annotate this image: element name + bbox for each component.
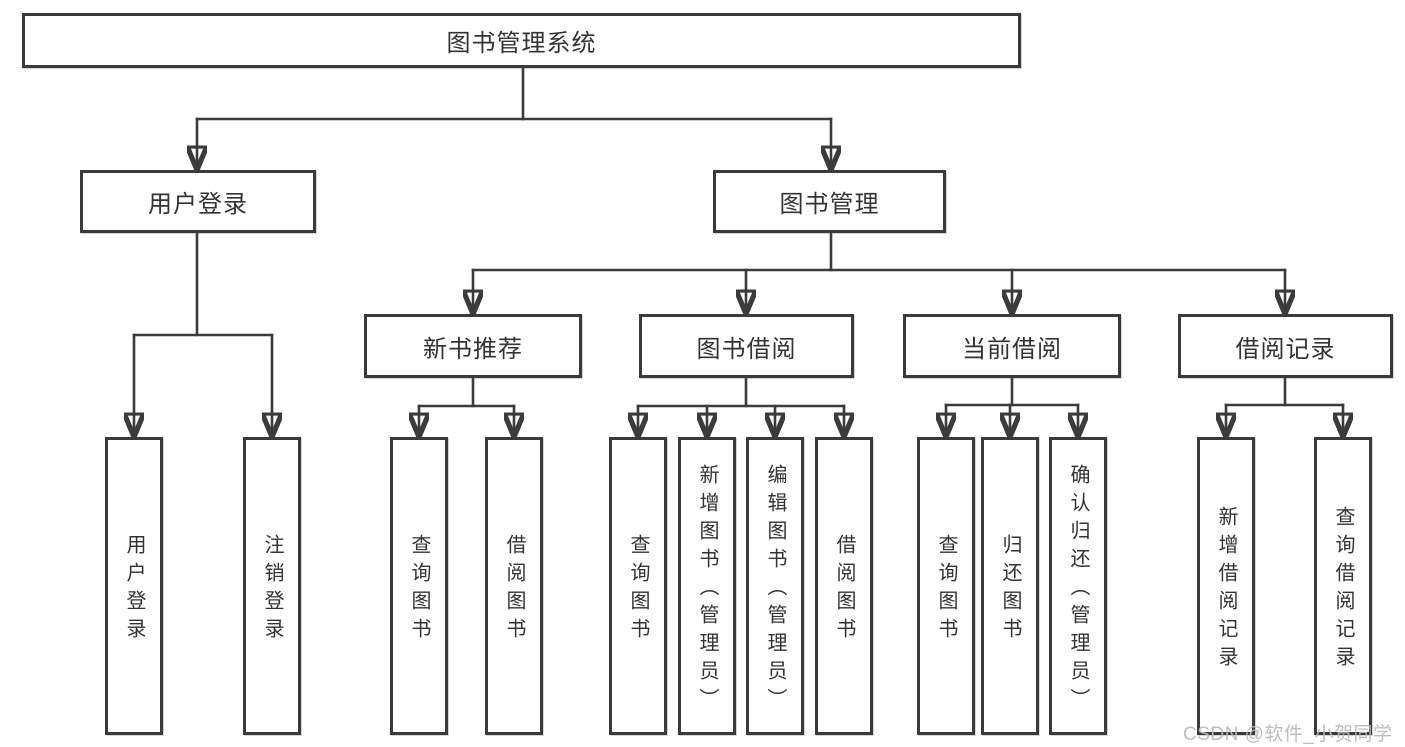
leaf-label: 用户登录 (123, 534, 145, 646)
leaf-label: 查询图书 (408, 534, 430, 646)
leaf-label: 借阅图书 (833, 534, 855, 646)
node-root-label: 图书管理系统 (446, 30, 597, 57)
node-new-book-recommend-label: 新书推荐 (423, 335, 523, 363)
leaf-current-query-books: 查询图书 (917, 437, 975, 735)
leaf-records-add-record: 新增借阅记录 (1197, 437, 1255, 735)
node-user-login: 用户登录 (80, 170, 316, 233)
leaf-borrow-query-books: 查询图书 (609, 437, 667, 735)
leaf-newbook-query-books: 查询图书 (390, 437, 448, 735)
leaf-current-return-books: 归还图书 (981, 437, 1039, 735)
leaf-label: 借阅图书 (503, 534, 525, 646)
node-current-borrow: 当前借阅 (903, 314, 1121, 378)
leaf-label: 归还图书 (999, 534, 1021, 646)
node-borrow-records: 借阅记录 (1178, 314, 1393, 378)
leaf-newbook-borrow-books: 借阅图书 (485, 437, 543, 735)
leaf-borrow-add-books-admin: 新增图书（管理员） (678, 437, 736, 735)
node-book-borrow: 图书借阅 (639, 314, 854, 378)
node-book-borrow-label: 图书借阅 (696, 335, 797, 363)
node-current-borrow-label: 当前借阅 (962, 335, 1062, 363)
leaf-label: 查询借阅记录 (1332, 506, 1354, 674)
node-root: 图书管理系统 (22, 13, 1021, 68)
node-new-book-recommend: 新书推荐 (364, 314, 582, 378)
leaf-label: 新增图书（管理员） (696, 464, 718, 716)
leaf-records-query-record: 查询借阅记录 (1314, 437, 1372, 735)
leaf-label: 新增借阅记录 (1215, 506, 1237, 674)
leaf-label: 查询图书 (935, 534, 957, 646)
leaf-user-login: 用户登录 (105, 437, 163, 735)
leaf-label: 确认归还（管理员） (1067, 464, 1089, 716)
node-user-login-label: 用户登录 (148, 191, 248, 218)
leaf-borrow-borrow-books: 借阅图书 (815, 437, 873, 735)
leaf-logout: 注销登录 (243, 437, 301, 735)
leaf-current-confirm-return-admin: 确认归还（管理员） (1049, 437, 1107, 735)
node-borrow-records-label: 借阅记录 (1235, 335, 1336, 363)
leaf-label: 查询图书 (627, 534, 649, 646)
node-book-management-label: 图书管理 (779, 191, 880, 218)
leaf-label: 注销登录 (261, 534, 283, 646)
leaf-label: 编辑图书（管理员） (764, 464, 786, 716)
leaf-borrow-edit-books-admin: 编辑图书（管理员） (746, 437, 804, 735)
node-book-management: 图书管理 (713, 170, 946, 233)
csdn-watermark: CSDN @软件_小贺同学 (1183, 724, 1393, 745)
